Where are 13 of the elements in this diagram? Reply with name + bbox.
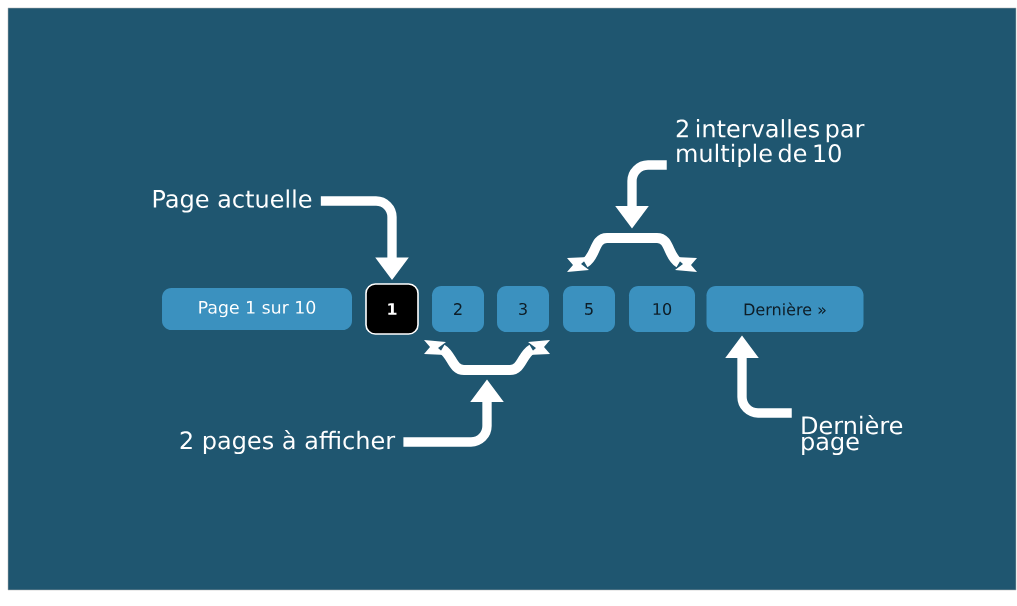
page-button: 2 — [432, 286, 484, 332]
callout-text: 2 intervalles par multiple de 10 — [676, 119, 865, 167]
page-button: 3 — [497, 286, 549, 332]
page-button: 5 — [563, 286, 615, 332]
brace — [567, 233, 697, 272]
page-button: 1 — [365, 283, 419, 335]
callout-text: Page actuelle — [153, 189, 312, 213]
callout-text: Dernière page — [802, 414, 903, 456]
page-button: Dernière » — [706, 286, 864, 332]
page-button: Page 1 sur 10 — [162, 288, 352, 330]
page-button: 10 — [629, 286, 695, 332]
brace — [424, 340, 550, 375]
callout-text: 2 pages à afficher — [180, 429, 396, 455]
